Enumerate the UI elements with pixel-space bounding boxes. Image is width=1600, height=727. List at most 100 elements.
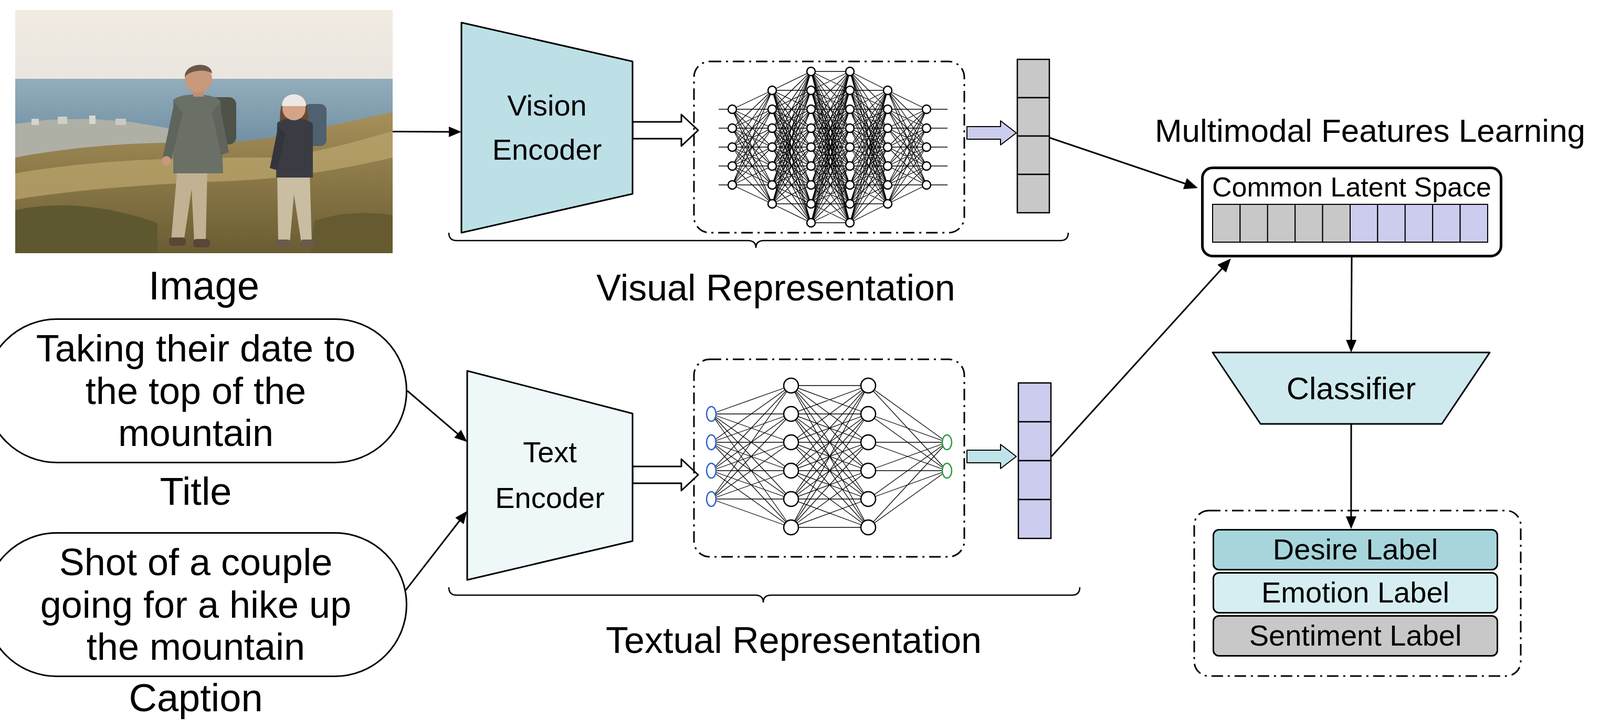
arrow-head (454, 429, 468, 442)
network-frame (693, 61, 965, 233)
connector-line (1350, 423, 1352, 518)
node-text: Text Encoder (484, 429, 616, 521)
node-heading: Image (15, 265, 393, 306)
man-shoe (169, 237, 186, 246)
photo-sky (15, 9, 393, 254)
connector-arrow (405, 510, 468, 591)
input-stub (718, 146, 729, 148)
node-text: Shot of a couple going for a hike up the… (12, 540, 380, 668)
label-box: Emotion Label (1212, 571, 1499, 614)
neuron (845, 199, 855, 208)
latent-cell (1460, 204, 1488, 242)
neuron (728, 104, 737, 114)
neuron (728, 142, 737, 152)
output-stub (930, 184, 948, 186)
output-stub (930, 127, 948, 129)
neuron (922, 123, 931, 133)
neuron (845, 161, 855, 171)
arrow-head (448, 126, 462, 138)
man-head (184, 65, 213, 93)
neuron (806, 218, 816, 227)
latent-cell (1432, 204, 1460, 242)
neuron (922, 161, 931, 171)
node-text: Emotion Label (1261, 575, 1450, 609)
section-label: Visual Representation (596, 266, 956, 310)
neuron (860, 406, 876, 421)
man-legs (171, 167, 208, 242)
vector-cell (1017, 59, 1050, 98)
connector-arrow (1345, 423, 1357, 529)
woman-shoe (276, 239, 291, 247)
network-frame (693, 359, 965, 557)
woman-arm (269, 125, 286, 171)
neuron (806, 161, 816, 171)
neuron (845, 104, 855, 114)
neuron (860, 491, 876, 507)
woman-shoe (300, 239, 315, 247)
node-text: Vision Encoder (478, 83, 616, 172)
output-stub (930, 146, 948, 148)
vector-cell (1018, 421, 1051, 461)
output-neuron (942, 434, 952, 450)
neuron (883, 180, 892, 189)
connector-arrow (407, 390, 468, 442)
node-heading: Caption (0, 678, 406, 718)
neuron (728, 180, 737, 189)
vector-cell (1017, 135, 1050, 175)
connector-arrow (392, 126, 462, 138)
input-stub (718, 184, 729, 186)
node-text: Sentiment Label (1249, 618, 1462, 652)
connector-arrow (1345, 257, 1357, 353)
man-arm (162, 102, 183, 161)
input-neuron (706, 462, 717, 478)
label-box: Sentiment Label (1212, 614, 1499, 657)
arrow-head (1345, 516, 1357, 529)
man-hand (161, 155, 172, 166)
neuron (883, 142, 892, 152)
woman-legs (277, 173, 312, 243)
neuron (860, 462, 876, 478)
neuron (883, 86, 892, 95)
node-heading: Title (0, 471, 406, 511)
photo-bush (15, 205, 158, 254)
woman-beanie (281, 94, 307, 107)
neuron (860, 519, 876, 535)
photo (15, 9, 393, 254)
output-stub (930, 165, 948, 167)
neuron (767, 180, 777, 189)
latent-cell (1267, 204, 1296, 242)
man-hair (184, 64, 213, 77)
neuron (845, 142, 855, 152)
photo-building (57, 116, 68, 124)
man-shoe (193, 238, 210, 248)
neuron (806, 123, 816, 133)
neuron (806, 86, 816, 95)
neuron (845, 123, 855, 133)
feature-arrow (966, 120, 1017, 145)
output-stub (930, 108, 948, 110)
neuron (767, 86, 777, 95)
input-neuron (706, 434, 717, 450)
latent-cell (1322, 204, 1351, 242)
trapezoid-fill (467, 370, 633, 580)
network-links (711, 385, 947, 528)
neuron (783, 406, 799, 421)
feature-arrow (966, 444, 1017, 469)
connector-line (1350, 257, 1353, 341)
arrow-head (1217, 258, 1231, 273)
neuron (883, 123, 892, 133)
latent-cell (1295, 204, 1323, 242)
arrow-head (455, 510, 468, 524)
node-text: Taking their date to the top of the moun… (12, 327, 380, 455)
neuron (767, 104, 777, 114)
bracket (448, 232, 1069, 248)
node-text: Classifier (1286, 370, 1417, 407)
man-arm (212, 102, 229, 155)
neuron (806, 142, 816, 152)
input-stub (718, 127, 729, 129)
network-links (732, 71, 927, 223)
text-bubble: Taking their date to the top of the moun… (0, 318, 408, 463)
man-torso (173, 94, 224, 174)
output-frame (1194, 510, 1521, 676)
latent-cell (1377, 204, 1405, 242)
